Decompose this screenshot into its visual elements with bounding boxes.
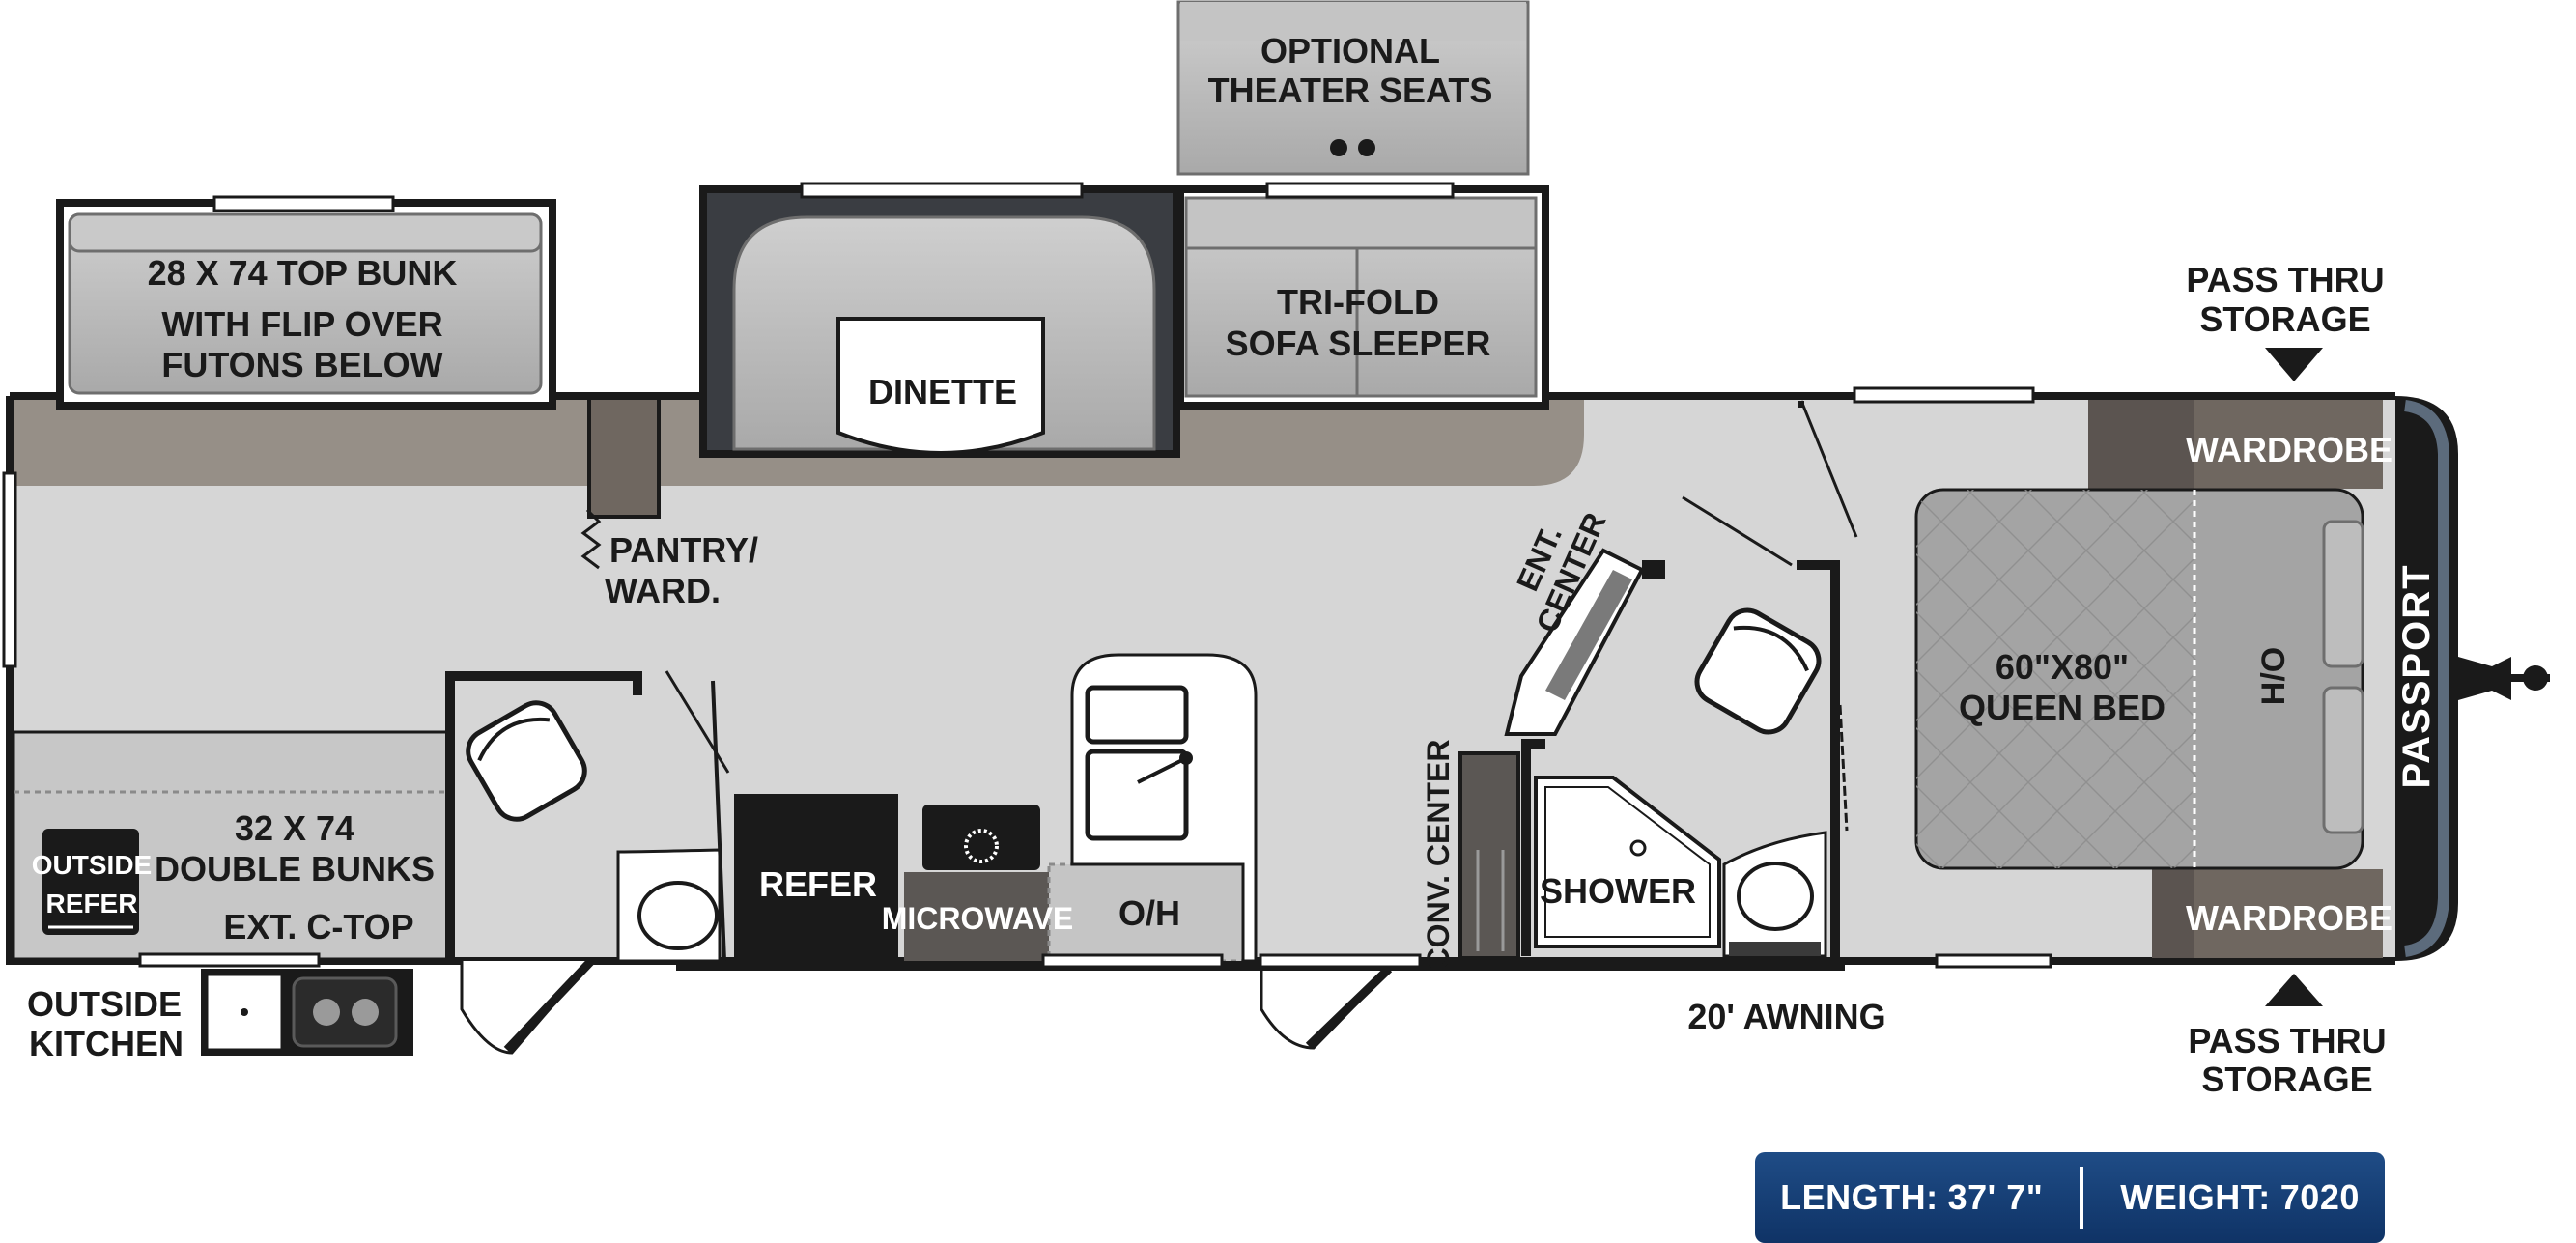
bunk-window (138, 952, 321, 968)
outer-wall (6, 392, 2395, 965)
sink-basin[interactable] (1085, 685, 1189, 745)
microwave[interactable] (904, 872, 1049, 961)
label-pantry-2: WARD. (605, 571, 721, 610)
label-outside-kitchen-2: KITCHEN (29, 1024, 184, 1063)
rear-window (2, 471, 17, 668)
label-ho: H/O (2255, 647, 2292, 705)
label-microwave: MICROWAVE (882, 901, 1074, 936)
label-conv-center: CONV. CENTER (1421, 740, 1456, 971)
label-sofa: TRI-FOLD (1277, 282, 1439, 322)
weight-label: WEIGHT: (2120, 1177, 2271, 1217)
sink-icon[interactable] (637, 881, 719, 950)
label-outside-refer-2: REFER (46, 889, 138, 918)
label-theater-seats-2: THEATER SEATS (1208, 71, 1493, 110)
slide-window (1041, 953, 1224, 969)
label-queen-bed-2: QUEEN BED (1959, 688, 2166, 727)
weight-value: 7020 (2279, 1177, 2360, 1217)
refrigerator[interactable] (734, 794, 898, 958)
label-pass-thru-bottom: PASS THRU (2188, 1021, 2386, 1060)
label-sofa-2: SOFA SLEEPER (1226, 324, 1491, 363)
sink-basin[interactable] (1085, 749, 1189, 841)
weight-spec: WEIGHT: 7020 (2120, 1177, 2360, 1218)
sink-icon[interactable] (1737, 862, 1814, 931)
hitch-icon (2458, 657, 2511, 700)
label-shower: SHOWER (1540, 871, 1696, 911)
burner-icon (352, 999, 379, 1026)
label-dinette: DINETTE (868, 372, 1017, 411)
label-awning: 20' AWNING (1687, 997, 1885, 1036)
bunk-partition (445, 671, 642, 961)
bath-wall (1521, 560, 1840, 961)
armchair-icon[interactable] (461, 695, 593, 828)
label-wardrobe-bottom: WARDROBE (2186, 898, 2392, 938)
cupholder-icon (1358, 139, 1375, 156)
conv-center (1458, 751, 1520, 960)
burner-icon (964, 829, 999, 863)
burner-icon (313, 999, 340, 1026)
label-pass-thru-top: PASS THRU (2186, 260, 2384, 299)
label-top-bunk-2: WITH FLIP OVER (161, 304, 442, 344)
label-queen-bed: 60"X80" (1996, 647, 2129, 687)
length-value: 37' 7" (1947, 1177, 2044, 1217)
label-top-bunk: 28 X 74 TOP BUNK (148, 253, 458, 293)
dinette-window (800, 182, 1084, 199)
length-spec: LENGTH: 37' 7" (1780, 1177, 2043, 1218)
spec-bar: LENGTH: 37' 7" WEIGHT: 7020 (1755, 1152, 2385, 1243)
slide-window (1259, 953, 1422, 969)
shower[interactable] (1534, 776, 1721, 948)
pass-thru-arrow-up (2265, 974, 2323, 1006)
label-theater-seats: OPTIONAL (1260, 31, 1440, 71)
pass-thru-arrow-down (2265, 348, 2323, 381)
outside-cooktop[interactable] (292, 976, 398, 1048)
label-double-bunks: 32 X 74 (235, 808, 354, 848)
label-oh: O/H (1118, 893, 1180, 933)
pillow (2322, 686, 2364, 834)
label-double-bunks-2: DOUBLE BUNKS (155, 849, 435, 889)
label-ext-ctop: EXT. C-TOP (223, 907, 413, 946)
label-pass-thru-bottom-2: STORAGE (2201, 1059, 2372, 1099)
label-top-bunk-3: FUTONS BELOW (161, 345, 442, 384)
label-refer: REFER (759, 864, 877, 904)
label-wardrobe-top: WARDROBE (2186, 430, 2392, 469)
label-outside-refer: OUTSIDE (32, 850, 152, 880)
brand-logo: PASSPORT (2395, 563, 2438, 788)
top-bunk-window (212, 195, 395, 212)
top-window-right (1853, 386, 2035, 404)
armchair-icon[interactable] (1689, 603, 1826, 740)
label-pass-thru-top-2: STORAGE (2199, 299, 2370, 339)
sofa-window (1265, 182, 1455, 199)
dinette-table (836, 317, 1045, 455)
entry-door-left[interactable] (460, 960, 593, 1055)
awning-window (1935, 953, 2052, 969)
spec-divider (2080, 1167, 2084, 1229)
pillow (2322, 520, 2364, 668)
stove[interactable] (922, 805, 1040, 870)
label-outside-kitchen: OUTSIDE (27, 984, 182, 1024)
outside-refer[interactable] (42, 829, 139, 935)
length-label: LENGTH: (1780, 1177, 1939, 1217)
pantry-cabinet (587, 394, 661, 519)
label-pantry: PANTRY/ (609, 530, 758, 570)
cupholder-icon (1330, 139, 1347, 156)
